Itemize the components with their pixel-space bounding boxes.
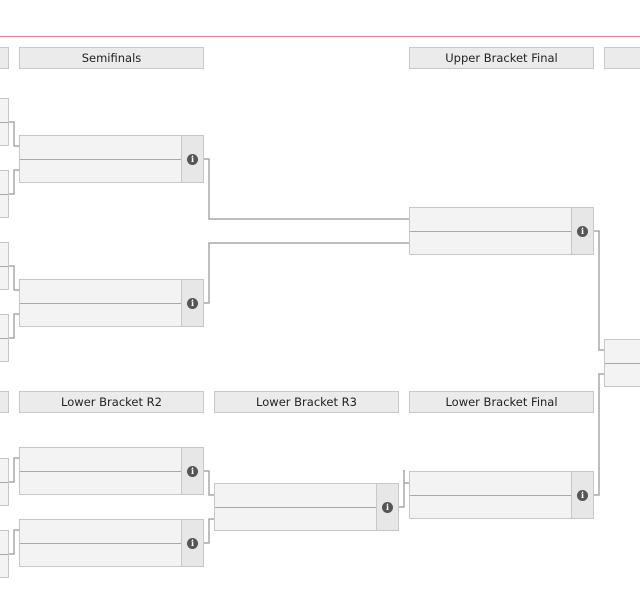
slot-divider: [410, 495, 593, 496]
lower-bracket-r2-match-1[interactable]: i: [19, 447, 204, 495]
team-slot-bottom[interactable]: [20, 471, 181, 494]
connector-line: [9, 529, 19, 555]
connector-line: [594, 373, 604, 496]
round-header-offscreen-left-lower: [0, 391, 9, 413]
connector-line: [204, 242, 409, 304]
info-icon[interactable]: i: [577, 490, 588, 501]
previous-round-match[interactable]: [0, 98, 9, 146]
slot-divider: [20, 303, 203, 304]
round-header-offscreen-right: [604, 47, 640, 69]
connector-line: [399, 482, 409, 508]
team-slot-bottom[interactable]: [410, 231, 571, 254]
team-slot-top[interactable]: [20, 136, 181, 159]
connector-line: [594, 230, 604, 351]
team-slot-bottom[interactable]: [215, 507, 376, 530]
connector-line: [9, 313, 19, 339]
round-header-offscreen-left-upper: [0, 47, 9, 69]
lower-bracket-final-match[interactable]: i: [409, 471, 594, 519]
previous-round-match[interactable]: [0, 530, 9, 578]
slot-divider: [20, 159, 203, 160]
team-slot-top[interactable]: [20, 448, 181, 471]
team-slot-bottom[interactable]: [20, 543, 181, 566]
grand-final-match[interactable]: [604, 339, 640, 387]
connector-line: [204, 158, 409, 220]
info-icon[interactable]: i: [187, 298, 198, 309]
top-divider: [0, 36, 640, 37]
lower-bracket-r3-match[interactable]: i: [214, 483, 399, 531]
previous-round-match[interactable]: [0, 242, 9, 290]
team-slot-bottom[interactable]: [410, 495, 571, 518]
info-icon[interactable]: i: [187, 538, 198, 549]
slot-divider: [20, 543, 203, 544]
slot-divider: [410, 231, 593, 232]
semifinal-match-1[interactable]: i: [19, 135, 204, 183]
info-icon[interactable]: i: [382, 502, 393, 513]
round-header-lower-bracket-r2: Lower Bracket R2: [19, 391, 204, 413]
connector-line: [9, 265, 19, 291]
connector-line: [9, 169, 19, 195]
previous-round-match[interactable]: [0, 170, 9, 218]
team-slot-top[interactable]: [410, 472, 571, 495]
round-header-upper-bracket-final: Upper Bracket Final: [409, 47, 594, 69]
connector-line: [204, 518, 214, 544]
semifinal-match-2[interactable]: i: [19, 279, 204, 327]
info-icon[interactable]: i: [187, 154, 198, 165]
connector-line: [9, 457, 19, 483]
team-slot-bottom[interactable]: [20, 303, 181, 326]
slot-divider: [20, 471, 203, 472]
team-slot-top[interactable]: [215, 484, 376, 507]
upper-bracket-final-match[interactable]: i: [409, 207, 594, 255]
info-icon[interactable]: i: [577, 226, 588, 237]
connector-line: [204, 470, 214, 496]
slot-divider: [215, 507, 398, 508]
team-slot-top[interactable]: [20, 520, 181, 543]
team-slot-top[interactable]: [20, 280, 181, 303]
info-icon[interactable]: i: [187, 466, 198, 477]
connector-line: [9, 121, 19, 147]
lower-bracket-r2-match-2[interactable]: i: [19, 519, 204, 567]
round-header-semifinals: Semifinals: [19, 47, 204, 69]
round-header-lower-bracket-r3: Lower Bracket R3: [214, 391, 399, 413]
team-slot-bottom[interactable]: [20, 159, 181, 182]
team-slot-top[interactable]: [410, 208, 571, 231]
round-header-lower-bracket-final: Lower Bracket Final: [409, 391, 594, 413]
previous-round-match[interactable]: [0, 314, 9, 362]
previous-round-match[interactable]: [0, 458, 9, 506]
